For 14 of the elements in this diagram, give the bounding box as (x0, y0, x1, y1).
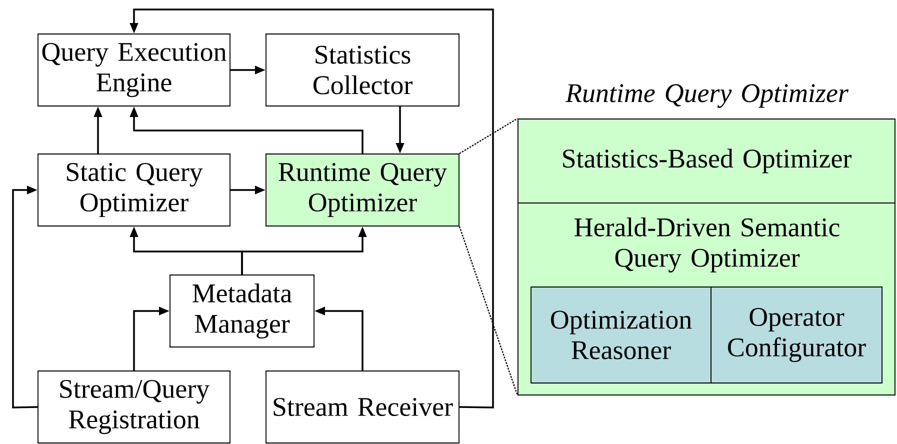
component-band: Statistics-Based Optimizer (518, 118, 896, 204)
arrow (12, 186, 38, 408)
process-box: Statistics Collector (266, 34, 460, 106)
process-box: Stream/Query Registration (38, 370, 230, 444)
process-box: Runtime Query Optimizer (266, 154, 460, 226)
zoom-line (459, 118, 518, 154)
module-box: Operator Configurator (710, 286, 882, 384)
zoom-line (458, 226, 518, 396)
process-box: Metadata Manager (170, 274, 314, 348)
module-box: Optimization Reasoner (530, 286, 712, 384)
node-label: Runtime Query Optimizer (565, 84, 849, 108)
process-box: Static Query Optimizer (38, 154, 230, 226)
process-box: Stream Receiver (266, 370, 460, 444)
process-box: Query Execution Engine (38, 34, 230, 106)
